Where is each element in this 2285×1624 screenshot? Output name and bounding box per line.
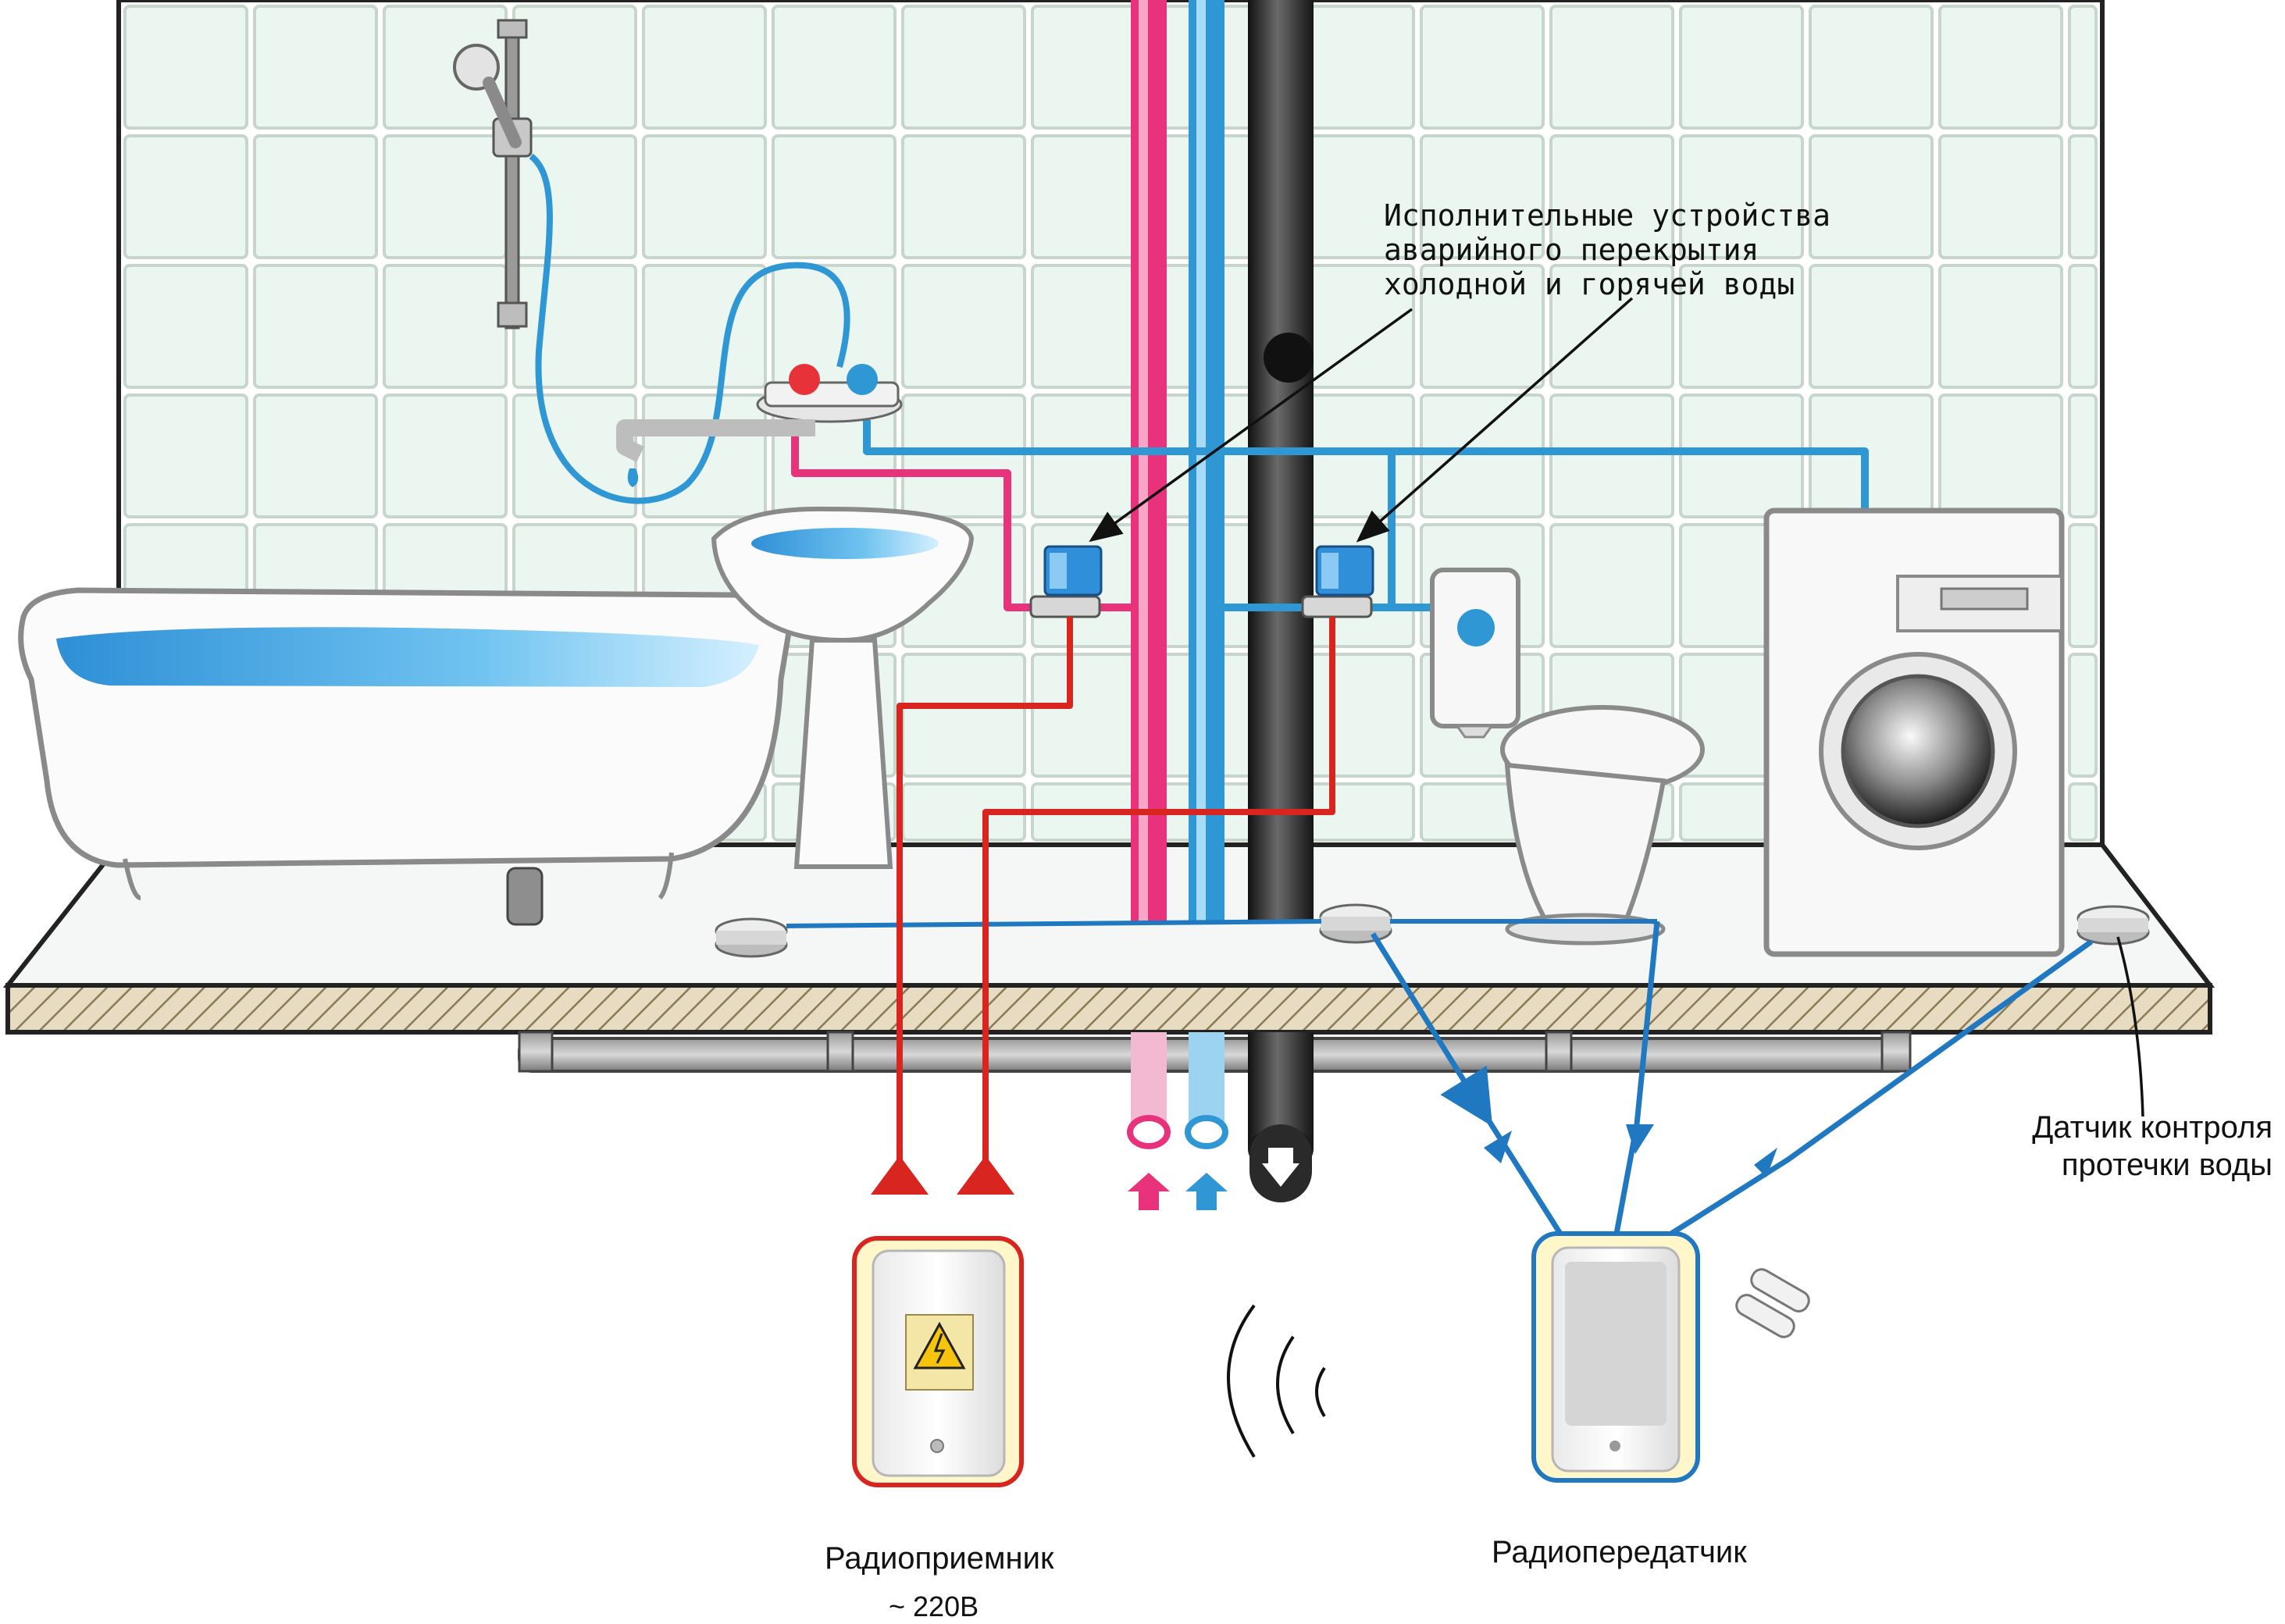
wall-tile [642, 5, 767, 130]
wall-tile [253, 394, 378, 518]
wall-tile [1549, 264, 1674, 389]
warning-icon [905, 1314, 974, 1391]
wall-tile [901, 5, 1026, 130]
wall-tile [253, 5, 378, 130]
wall-tile [2068, 523, 2098, 648]
wall-tile [901, 653, 1026, 778]
wall-tile [123, 264, 248, 389]
wall-tile [1420, 134, 1545, 259]
control-wire [897, 617, 1335, 1163]
wall-tile [123, 134, 248, 259]
radio-arrow-icon [1484, 1124, 1777, 1177]
wall-tile [2068, 394, 2098, 518]
wall-tile [1420, 264, 1545, 389]
wall-tile [1679, 134, 1804, 259]
cold-inflow-arrow-icon [1185, 1173, 1228, 1210]
wall-tile [253, 264, 378, 389]
wall-tile [383, 394, 508, 518]
wall-tile [1420, 394, 1545, 518]
callout-leader [1089, 297, 2144, 1117]
wall-tile [123, 5, 248, 130]
wall-tile [772, 264, 897, 389]
wall-tile [1420, 5, 1545, 130]
wall-tile [123, 394, 248, 518]
wall-tile [772, 134, 897, 259]
wall-tile [1549, 394, 1674, 518]
sensor-wire [786, 919, 1657, 928]
wall-tile [1679, 394, 1804, 518]
wall-tile [1938, 264, 2063, 389]
wall-tile [512, 5, 637, 130]
wall-tile [512, 264, 637, 389]
transmitter-device-icon [1531, 1231, 1700, 1483]
control-arrow-icon [871, 1156, 1014, 1195]
hot-water-valve-icon [1029, 545, 1103, 618]
wall-tile [901, 134, 1026, 259]
wall-tile [1549, 134, 1674, 259]
wall-tile [1679, 264, 1804, 389]
cold-water-riser [1185, 0, 1228, 1149]
wall-tile [901, 264, 1026, 389]
shower-head-icon [453, 19, 850, 504]
drain-outflow-arrow-icon [1249, 1124, 1312, 1202]
wall-tile [1938, 5, 2063, 130]
wall-tile [512, 134, 637, 259]
wall-tile [2068, 5, 2098, 130]
battery-icon [1735, 1268, 1810, 1338]
hot-water-riser [1127, 0, 1171, 1149]
wall-tile [1549, 5, 1674, 130]
wall-tile [1809, 394, 1934, 518]
leak-sensor-label-line: протечки воды [2061, 1148, 2273, 1182]
wall-tile [1679, 5, 1804, 130]
actuators-label-line: аварийного перекрытия [1384, 233, 1759, 267]
sink-icon [711, 506, 975, 869]
hot-inflow-arrow-icon [1128, 1173, 1170, 1210]
wall-tile [2068, 134, 2098, 259]
wall-tile [1938, 134, 2063, 259]
radio-waves-icon [1227, 1304, 1326, 1458]
transmitter-label: Радиопередатчик [1492, 1535, 1747, 1569]
wall-tile [2068, 782, 2098, 842]
wall-tile [1809, 5, 1934, 130]
leak-sensor-icon [1319, 903, 1392, 944]
receiver-power-label: ~ 220В [889, 1590, 979, 1622]
floor [2, 842, 2215, 1073]
wall-tile [1809, 134, 1934, 259]
washing-machine-icon [1763, 508, 2065, 957]
receiver-device-icon [852, 1236, 1024, 1487]
leak-sensor-icon [715, 917, 788, 958]
faucet-icon [616, 364, 903, 487]
leak-sensor-label: Датчик контроля протечки воды [1999, 1109, 2273, 1184]
wall-tile [253, 134, 378, 259]
actuators-label-line: Исполнительные устройства [1384, 198, 1830, 233]
cold-water-valve-icon [1301, 545, 1374, 618]
actuators-label-line: холодной и горячей воды [1384, 267, 1795, 301]
wall-tile [901, 394, 1026, 518]
leak-sensor-icon [2076, 905, 2150, 946]
wall-tile [1938, 394, 2063, 518]
wall-tile [1809, 264, 1934, 389]
leak-sensor-label-line: Датчик контроля [2032, 1110, 2273, 1145]
wall-tile [383, 134, 508, 259]
wall-tile [2068, 653, 2098, 778]
wall-tile [642, 264, 767, 389]
bathtub-icon [18, 587, 792, 926]
receiver-label: Радиоприемник [825, 1541, 1054, 1576]
wall-tile [642, 134, 767, 259]
wall-tile [2068, 264, 2098, 389]
wall-tile [383, 264, 508, 389]
wall-tile [1549, 523, 1674, 648]
wall-tile [772, 5, 897, 130]
actuators-label: Исполнительные устройства аварийного пер… [1384, 198, 1830, 301]
